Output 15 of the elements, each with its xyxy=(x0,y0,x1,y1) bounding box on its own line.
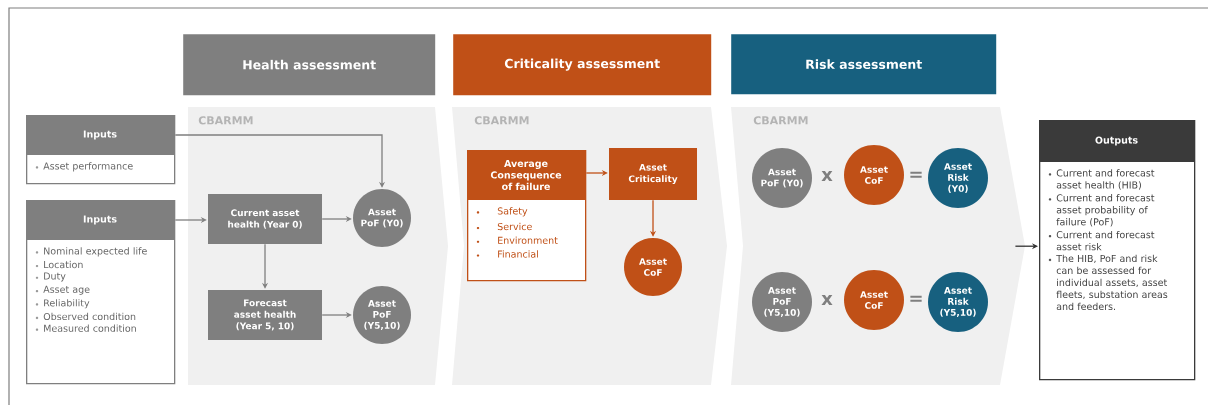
list-box: Inputs Asset performance xyxy=(26,115,176,185)
process-box: Asset Criticality xyxy=(609,148,697,200)
process-box: Current asset health (Year 0) xyxy=(208,194,322,244)
list-box: Inputs Nominal expected life Location Duty Asset age Reliability Observed condition Measured condition xyxy=(26,200,176,385)
stage-header: Health assessment xyxy=(183,34,436,96)
process-box: Forecast asset health (Year 5, 10) xyxy=(208,290,322,340)
operator-sign: x xyxy=(821,171,833,181)
operator-sign: = xyxy=(910,171,922,178)
operator-sign: x xyxy=(821,295,833,305)
stage-header: Criticality assessment xyxy=(453,34,712,96)
stage-header: Risk assessment xyxy=(731,34,997,95)
operator-sign: = xyxy=(910,295,922,302)
list-box: Average Consequence of failure Safety Service Environment Financial xyxy=(467,150,587,282)
list-box: Outputs Current and forecast asset health (HIB) Current and forecast asset probability of failure (PoF) Current and forecast asset risk The HIB, PoF and risk can be assessed for individual assets, asset fleets, substation areas and feeders. xyxy=(1039,120,1196,381)
arrow xyxy=(174,134,386,188)
